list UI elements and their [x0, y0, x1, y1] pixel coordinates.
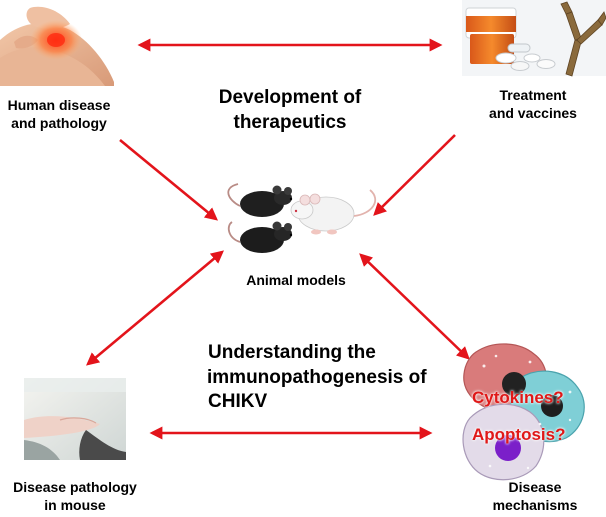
label-human-line2: and pathology — [11, 114, 107, 131]
heading-understanding-line1: Understanding the — [208, 342, 376, 363]
heading-development: Development of therapeutics — [190, 86, 390, 135]
overlay-apoptosis: Apoptosis? — [472, 425, 566, 444]
label-mechanisms-line2: mechanisms — [492, 496, 578, 513]
heading-development-line2: therapeutics — [233, 111, 347, 133]
label-animal-models: Animal models — [246, 272, 346, 288]
label-treatment-line1: Treatment — [499, 87, 567, 103]
label-mouse-pathology: Disease pathology in mouse — [0, 479, 150, 514]
overlay-cytokines: Cytokines? — [472, 388, 564, 407]
lab-mice-icon — [227, 183, 376, 253]
label-treatment-line2: and vaccines — [489, 104, 577, 121]
label-human-line1: Human disease — [7, 97, 111, 113]
heading-understanding: Understanding the immunopathogenesis of … — [180, 341, 427, 415]
arrow-human-to-animal — [119, 138, 219, 221]
heading-development-line1: Development of — [218, 87, 362, 108]
knee-pain-photo — [0, 0, 114, 86]
label-mechanisms-line1: Disease — [508, 479, 562, 495]
mouse-leg-photo — [24, 378, 126, 460]
label-disease-mechanisms: Disease mechanisms — [480, 479, 590, 514]
label-human-disease: Human disease and pathology — [0, 97, 118, 132]
arrow-animal-mechanisms — [359, 253, 470, 360]
pills-and-antibody-icon — [462, 0, 606, 77]
arrow-treatment-to-animal — [373, 134, 456, 216]
heading-understanding-line3: CHIKV — [208, 391, 268, 413]
arrow-animal-mousepathology — [86, 250, 224, 366]
arrows — [86, 38, 470, 440]
heading-understanding-line2: immunopathogenesis of — [207, 366, 427, 388]
label-treatment: Treatment and vaccines — [478, 87, 588, 122]
label-mouse-line1: Disease pathology — [13, 479, 137, 495]
label-mouse-line2: in mouse — [44, 496, 106, 513]
immune-cells-icon — [462, 343, 585, 481]
